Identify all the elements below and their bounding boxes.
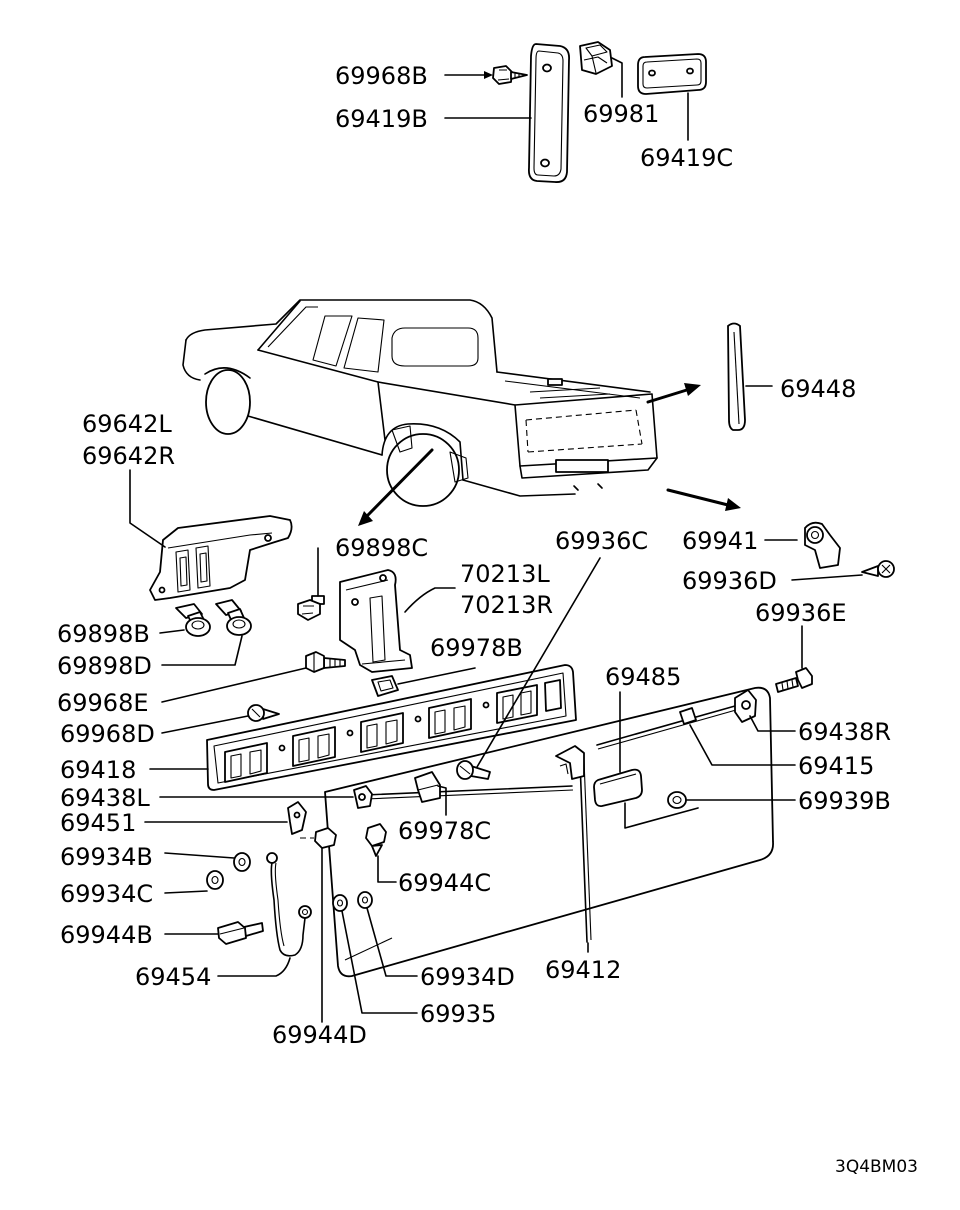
part-handle-69485 — [593, 768, 699, 829]
leader-69978c — [437, 785, 447, 816]
callout-69978c: 69978C — [398, 817, 491, 845]
arrow-to-69941 — [666, 488, 741, 511]
callout-69419b: 69419B — [335, 105, 428, 133]
leader-69415 — [689, 724, 796, 766]
leader-69968e — [161, 667, 307, 703]
callout-69419c: 69419C — [640, 144, 733, 172]
part-screw-69968b — [492, 65, 528, 85]
callout-69438r: 69438R — [798, 718, 891, 746]
callout-69415: 69415 — [798, 752, 874, 780]
callout-labels: 69968B 69419B 69981 69419C 69448 69642L … — [57, 62, 891, 1049]
part-rod-69412 — [555, 745, 592, 943]
leader-69934d — [366, 907, 418, 977]
callout-69936e: 69936E — [755, 599, 847, 627]
part-screw-69944d — [300, 827, 337, 849]
part-nut-69939b — [667, 791, 687, 809]
callout-69898c: 69898C — [335, 534, 428, 562]
callout-69485: 69485 — [605, 663, 681, 691]
leader-69934b — [164, 852, 235, 859]
leader-69944c — [377, 855, 397, 883]
callout-70213l: 70213L — [460, 560, 550, 588]
part-plate-69419c — [637, 53, 707, 95]
callout-69935: 69935 — [420, 1000, 496, 1028]
callout-69898b: 69898B — [57, 620, 150, 648]
part-screw-69944c — [365, 823, 387, 857]
leader-69968b-arrowhead — [484, 71, 493, 79]
leader-69898d — [161, 635, 243, 666]
callout-69454: 69454 — [135, 963, 211, 991]
part-tailgate-shell — [324, 686, 774, 978]
part-washer-69934c — [206, 870, 224, 890]
leader-69898b — [159, 629, 185, 634]
part-clip-69981 — [579, 41, 613, 75]
leader-70213 — [404, 587, 456, 613]
part-plate-69419b — [528, 43, 570, 183]
callout-69939b: 69939B — [798, 787, 891, 815]
part-shield-69642 — [149, 515, 293, 601]
leader-69934c — [164, 890, 208, 894]
drawing-code: 3Q4BM03 — [835, 1157, 918, 1177]
callout-69968e: 69968E — [57, 689, 149, 717]
callout-69898d: 69898D — [57, 652, 152, 680]
part-bolt-69968e — [305, 651, 346, 673]
arrow-to-bracket — [358, 448, 434, 526]
part-bolt-69944b — [217, 921, 264, 945]
panel-cutouts — [224, 679, 562, 783]
part-clip-69898b — [175, 603, 211, 637]
part-screw-69936d — [861, 560, 895, 578]
leader-69935 — [341, 910, 418, 1014]
callout-69934c: 69934C — [60, 880, 153, 908]
part-clip-69415 — [679, 707, 697, 725]
leader-69438r — [749, 715, 796, 732]
leader-69968d — [161, 715, 249, 734]
part-clip-69978b — [371, 675, 399, 697]
callout-69936c: 69936C — [555, 527, 648, 555]
part-latch-69941 — [804, 521, 841, 569]
callout-69418: 69418 — [60, 756, 136, 784]
callout-69934d: 69934D — [420, 963, 515, 991]
callout-69642l: 69642L — [82, 410, 172, 438]
part-bracket-69451 — [287, 801, 307, 835]
callout-69412: 69412 — [545, 956, 621, 984]
callout-69451: 69451 — [60, 809, 136, 837]
part-cable-69454 — [266, 852, 312, 957]
part-screw-69968d — [247, 704, 280, 722]
callout-69944c: 69944C — [398, 869, 491, 897]
callout-69642r: 69642R — [82, 442, 175, 470]
callout-69941: 69941 — [682, 527, 758, 555]
part-bolt-69936c — [456, 760, 491, 780]
callout-69968d: 69968D — [60, 720, 155, 748]
leader-69978b — [397, 667, 476, 685]
part-strip-69448 — [727, 322, 746, 431]
part-panel-69418 — [206, 664, 577, 791]
part-bracket-70213 — [339, 569, 413, 673]
leader-69981 — [611, 57, 623, 98]
leader-69642 — [129, 469, 166, 548]
arrow-to-69448 — [646, 383, 701, 404]
part-washer-69935 — [332, 894, 348, 912]
callout-69944d: 69944D — [272, 1021, 367, 1049]
callout-69936d: 69936D — [682, 567, 777, 595]
callout-70213r: 70213R — [460, 591, 553, 619]
part-washer-69934d — [357, 891, 373, 909]
truck-overview — [182, 299, 658, 507]
callout-69968b: 69968B — [335, 62, 428, 90]
callout-69438l: 69438L — [60, 784, 150, 812]
callout-69448: 69448 — [780, 375, 856, 403]
leader-69936c — [476, 557, 601, 768]
part-clip-69898d — [215, 599, 252, 636]
callout-69944b: 69944B — [60, 921, 153, 949]
callout-69934b: 69934B — [60, 843, 153, 871]
part-bolt-69936e — [775, 667, 813, 693]
leader-69454 — [217, 957, 291, 977]
part-washer-69934b — [233, 852, 251, 872]
callout-69981: 69981 — [583, 100, 659, 128]
callout-69978b: 69978B — [430, 634, 523, 662]
leader-lines — [129, 57, 863, 1023]
part-rod-69438l — [353, 785, 574, 809]
leader-69936d — [791, 574, 863, 581]
part-clip-69978c — [414, 771, 441, 803]
part-bolt-69898c — [297, 595, 325, 621]
